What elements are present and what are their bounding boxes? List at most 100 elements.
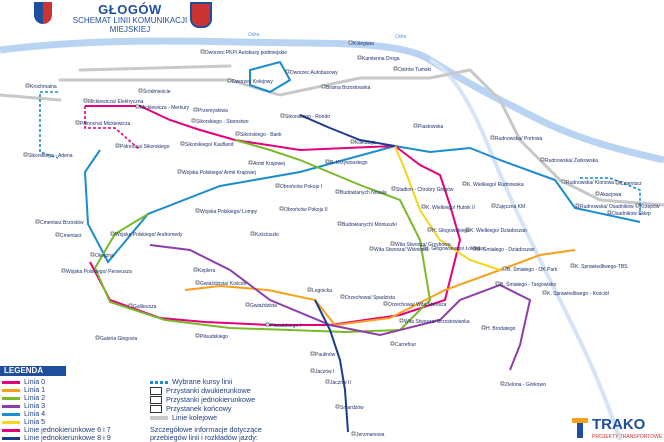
legend-symbol-icon-1 [150, 387, 162, 395]
stop-budowlanych-moniuszki[interactable]: Budowlanych/ Moniuszki [342, 222, 397, 228]
stop-marker-10 [136, 105, 139, 108]
page-title: GŁOGÓW [70, 2, 190, 17]
line-0 [85, 106, 460, 325]
stop-k-wielkiego-dziadoszan[interactable]: K. Wielkiego/ Dziadoszan [470, 228, 527, 234]
stop-k-sprawiedliwego-tbs[interactable]: K. Sprawiedliwego-TBS [575, 264, 628, 270]
stop-rudnowska-osadkow[interactable]: Rudnowska/ Osadników [580, 204, 634, 210]
stop-dworzec-kolejowy[interactable]: Dworzec Kolejowy [232, 79, 273, 85]
stop-b-smialego-ok-park[interactable]: B. Śmiałego - OK Park [507, 265, 558, 273]
stop-ostrow-tumski[interactable]: Ostrów Tumski [398, 67, 431, 73]
stop-zajeczna-km[interactable]: Zajęczna KM [496, 204, 525, 210]
legend-symbol-label-4: Linie kolejowe [172, 413, 217, 422]
stop-kolegiata[interactable]: Kolegiata [353, 41, 374, 47]
stop-polnocna-mickiewicza[interactable]: Północna/ Mickiewicza [80, 121, 131, 127]
stop-akacjowa[interactable]: Akacjowa [600, 192, 622, 198]
stop-marker-15 [192, 119, 195, 122]
stop-pilsudskiego-i[interactable]: Piłsudskiego I [270, 323, 301, 329]
page-subtitle: SCHEMAT LINII KOMUNIKACJI MIEJSKIEJ [56, 16, 204, 34]
stop-h-glogowskiego-lokietka[interactable]: H. Głogowskiego/ Łokietka [425, 246, 484, 252]
stop-wita-stwosza-brzostowianka[interactable]: Wita Stwosza/ Brzostowianka [404, 319, 470, 325]
stop-wojska-polskiego-armii-krajowej[interactable]: Wojska Polskiego/ Armii Krajowej [182, 170, 256, 176]
stop-sikorskiego-kaufland[interactable]: Sikorskiego/ Kaufland [185, 142, 234, 148]
stop-gwiazdzista-kosciol[interactable]: Gwiaździsta/ Kościół [200, 281, 247, 287]
stop-kosciuszki[interactable]: Kościuszki [255, 232, 279, 238]
stop-stadion-chrobry[interactable]: Stadion - Chrobry Głogów [396, 187, 454, 193]
stop-obroncow-pokoju-ii[interactable]: Obrońców Pokoju II [284, 207, 328, 213]
stop-okrezna[interactable]: Okrężna [95, 253, 114, 259]
stop-orzechowa-wita-stwosza[interactable]: Orzechowa/ Wita Stwosza [388, 302, 447, 308]
stop-jaczow-i[interactable]: Jaczów I [315, 369, 334, 375]
stop-dworzec-autobusowy[interactable]: Dworzec Autobusowy [290, 70, 338, 76]
stop-marker-45 [336, 405, 339, 408]
stop-marker-68 [562, 180, 565, 183]
stop-jerzmanowa[interactable]: Jerzmanowa [356, 432, 385, 438]
stop-zielona-gorkowo[interactable]: Zielona - Górkowo [505, 382, 546, 388]
stop-wojska-polskiego-andromedy[interactable]: Wojska Polskiego/ Andromedy [115, 232, 183, 238]
stop-krochmalna[interactable]: Krochmalna [30, 84, 57, 90]
stop-sikorskiego-rondo[interactable]: Sikorskiego - Rondo [285, 114, 330, 120]
legend-swatch-5 [2, 421, 20, 424]
stop-mickiewicza-merkury[interactable]: Mickiewicza - Merkury [140, 105, 190, 111]
stop-polnocna-sikorskiego[interactable]: Północna/ Sikorskiego [120, 144, 170, 150]
stop-marker-14 [24, 153, 27, 156]
stop-b-krzywoustego[interactable]: B. Krzywoustego [330, 160, 368, 166]
stop-piastowska[interactable]: Piastowska [418, 124, 444, 130]
stop-wojska-polskiego-perseusza[interactable]: Wojska Polskiego/ Perseusza [66, 269, 132, 275]
stop-obroncow-pokoju-i[interactable]: Obrońców Pokoju I [280, 184, 322, 190]
stop-keplera[interactable]: Keplera [198, 268, 215, 274]
stop-smardzow[interactable]: Smardzów [340, 405, 364, 411]
trako-logo-icon [572, 418, 588, 438]
stop-k-wielkiego-hutnik[interactable]: K. Wielkiego/ Hutnik II [426, 205, 475, 211]
stop-cmentarz-right[interactable]: Cmentarz [620, 181, 642, 187]
stop-marker-32 [91, 253, 94, 256]
stop-armii-krajowej[interactable]: Armii Krajowej [253, 161, 285, 167]
stop-marker-50 [370, 247, 373, 250]
stop-kolkataja[interactable]: Kołkataja [355, 140, 376, 146]
stop-k-sprawiedliwego-kosciol[interactable]: K. Sprawiedliwego - Kościół [547, 291, 610, 297]
stop-paulinow[interactable]: Paulinów [315, 352, 336, 358]
stop-marker-49 [400, 319, 403, 322]
stop-gwiazdzista[interactable]: Gwiaździsta [250, 303, 277, 309]
stop-k-wielkiego-rudnowska[interactable]: K. Wielkiego/ Rudnowska [467, 182, 524, 188]
stop-jaczow-ii[interactable]: Jaczów II [330, 380, 351, 386]
stop-marker-18 [236, 132, 239, 135]
stop-marker-70 [608, 211, 611, 214]
stop-b-smialego-targowisko[interactable]: B. Śmiałego - Targowisko [500, 280, 557, 288]
river-label-top: Odra [248, 32, 259, 38]
stop-cmentarz-left[interactable]: Cmentarz [60, 233, 82, 239]
stop-h-glogowskiego[interactable]: H. Głogowskiego [432, 228, 470, 234]
stop-cmentarz-brzostow[interactable]: Cmentarz Brzostów [40, 220, 84, 226]
stop-mickiewicza-elektryczna[interactable]: Mickiewicza/ Elektryczna [88, 99, 144, 105]
stop-sikorskiego-bank[interactable]: Sikorskiego - Bank [240, 132, 282, 138]
stop-carrefour[interactable]: Carrefour [395, 342, 416, 348]
stop-galileusza[interactable]: Galileusza [133, 304, 157, 310]
stop-marker-73 [501, 382, 504, 385]
stop-galeria-glogovia[interactable]: Galeria Głogovia [100, 336, 137, 342]
stop-marker-28 [196, 209, 199, 212]
stop-orzechowa-spadzista[interactable]: Orzechowa/ Spadzista [345, 295, 395, 301]
stop-b-smialego-dziadoszan[interactable]: B. Śmiałego - Dziadoszan [477, 245, 535, 253]
stop-pilsudskiego[interactable]: Piłsudskiego [200, 334, 228, 340]
stop-budowlanych-nosala[interactable]: Budowlanych Nosala [340, 190, 387, 196]
stop-marker-64 [543, 291, 546, 294]
stop-przemyslowa[interactable]: Przemysłowa [198, 108, 228, 114]
stop-rudnowska-portowa[interactable]: Rudnowska/ Portowa [495, 136, 542, 142]
stop-marker-55 [463, 182, 466, 185]
stop-h-brodatego[interactable]: H. Brodatego [486, 326, 516, 332]
stop-osadnikow-sklep[interactable]: Osadników Sklep [612, 211, 651, 217]
stop-srodmiescie[interactable]: Śródmieście [143, 87, 171, 95]
stop-kamienna-droga[interactable]: Kamienna Droga [362, 56, 400, 62]
stop-rudnowska-klonowa[interactable]: Rudnowska/ Klonowa [566, 180, 614, 186]
stop-sikorskiego-starostwo[interactable]: Sikorskiego - Starostwo [196, 119, 249, 125]
map-header: GŁOGÓW SCHEMAT LINII KOMUNIKACJI MIEJSKI… [0, 0, 240, 52]
stop-legnicka[interactable]: Legnicka [312, 288, 332, 294]
stop-sikorskiego-adena[interactable]: Sikorskiego - Adena [28, 153, 73, 159]
stop-krzepow[interactable]: Krzepów [640, 204, 660, 210]
stop-marker-16 [281, 114, 284, 117]
stop-marker-35 [196, 281, 199, 284]
stop-wojska-polskiego-lompy[interactable]: Wojska Polskiego/ Lompy [200, 209, 258, 215]
stop-brama-brzostowska[interactable]: Brama Brzostowska [326, 85, 371, 91]
stop-marker-66 [491, 136, 494, 139]
legend-symbol-icon-2 [150, 396, 162, 404]
stop-rudnowska-zarkowska[interactable]: Rudnowska/ Żarkowska [545, 157, 598, 164]
